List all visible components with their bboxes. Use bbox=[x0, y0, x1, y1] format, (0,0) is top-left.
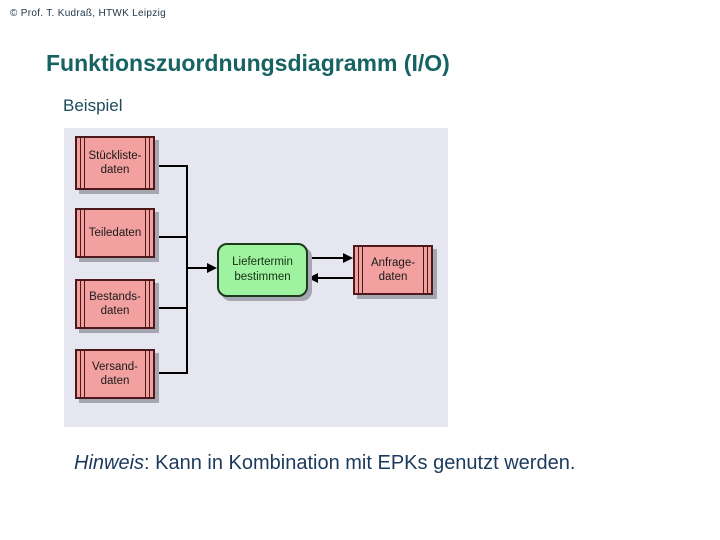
data-store-teiledaten: Teiledaten bbox=[75, 208, 155, 258]
footer-note: Hinweis: Kann in Kombination mit EPKs ge… bbox=[74, 452, 575, 475]
data-store-label: Teiledaten bbox=[88, 226, 142, 239]
subtitle: Beispiel bbox=[63, 96, 123, 115]
function-box-liefertermin-bestimmen: Liefertermin bestimmen bbox=[217, 243, 308, 297]
copyright-line: © Prof. T. Kudraß, HTWK Leipzig bbox=[10, 8, 166, 19]
data-store-label: Anfrage- daten bbox=[370, 256, 416, 283]
connector-lines bbox=[155, 165, 353, 374]
data-store-label: Stückliste- daten bbox=[88, 149, 142, 176]
data-store-versanddaten: Versand- daten bbox=[75, 349, 155, 399]
note-text: : Kann in Kombination mit EPKs genutzt w… bbox=[144, 452, 576, 474]
diagram-canvas: Stückliste- daten Teiledaten Bestands- d… bbox=[64, 128, 448, 427]
data-store-label: Versand- daten bbox=[91, 360, 139, 387]
data-store-bestandsdaten: Bestands- daten bbox=[75, 279, 155, 329]
data-store-stuecklistedaten: Stückliste- daten bbox=[75, 136, 155, 190]
page-title: Funktionszuordnungsdiagramm (I/O) bbox=[46, 50, 450, 76]
note-label: Hinweis bbox=[74, 452, 145, 474]
data-store-anfragedaten: Anfrage- daten bbox=[353, 245, 433, 295]
data-store-label: Bestands- daten bbox=[89, 290, 141, 317]
function-label: Liefertermin bestimmen bbox=[232, 256, 293, 283]
